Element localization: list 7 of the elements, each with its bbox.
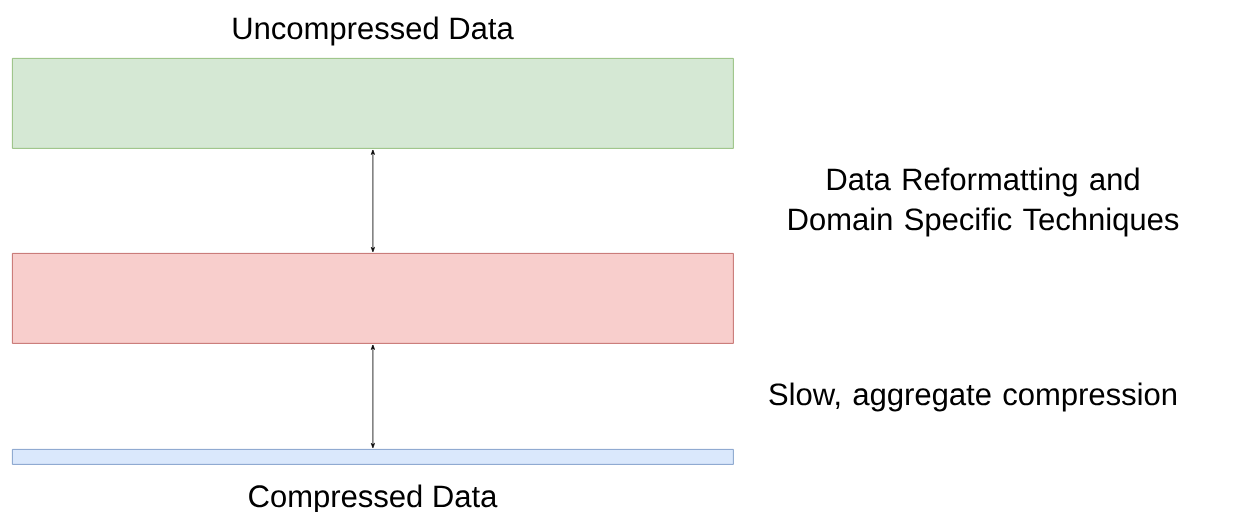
note-text: Data Reformatting and Domain Specific Techniques xyxy=(789,167,1179,237)
note-text: Slow, aggregate compression xyxy=(769,382,1176,412)
arrow xyxy=(370,344,375,449)
layer-box: Uncompressed Data xyxy=(12,16,734,149)
node-label: Uncompressed Data xyxy=(233,16,514,46)
arrow xyxy=(370,149,375,253)
layer-box xyxy=(12,253,734,344)
